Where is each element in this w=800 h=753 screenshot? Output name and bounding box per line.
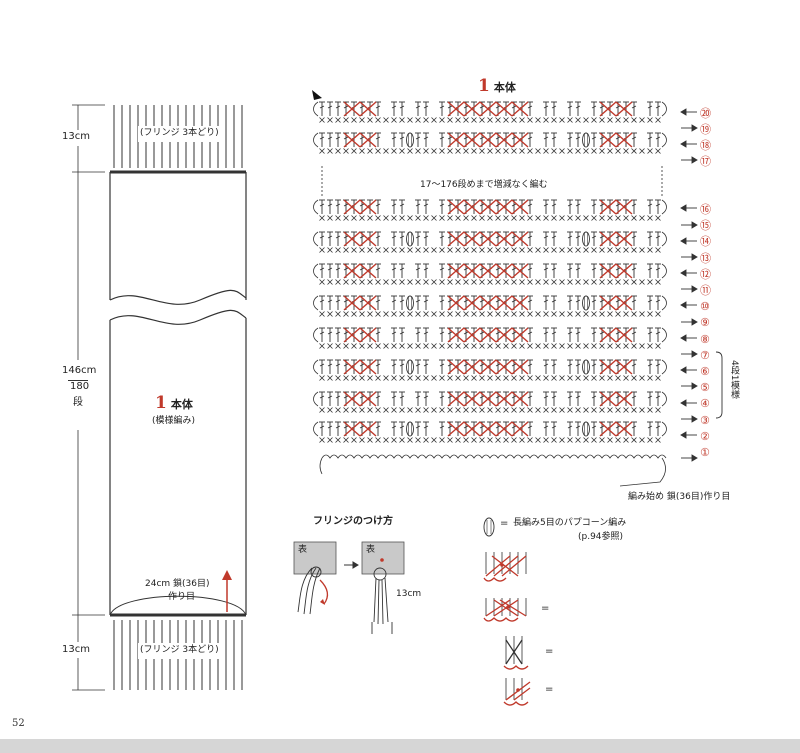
fringe-length-label: 13cm [396,589,422,599]
row-label: ⑧ [700,332,710,346]
popcorn-description: 長編み5目のパプコーン編み [513,518,627,528]
row-label: ② [700,429,710,443]
cross-equals-2: = [545,646,554,657]
chart-title-number: 1 [478,76,490,96]
foundation-label: 作り目 [168,592,196,602]
row-label: ⑭ [700,235,711,249]
body-rows-divider [68,380,88,381]
top-fringe-label: (フリンジ 3本どり) [140,128,219,138]
part-stitch: (模様編み) [152,416,196,426]
row-labels-main: ⑯ ⑮ ⑭ ⑬ ⑫ ⑪ ⑩ ⑨ ⑧ ⑦ ⑥ ⑤ ④ ③ ② ① [700,202,711,461]
part-number: 1 [155,393,167,413]
repeat-bracket-label: 4段1模様 [729,360,739,399]
body-length: 146cm [62,365,97,376]
row-direction-arrows [680,108,698,462]
cross-equals-1: = [541,603,550,614]
repeat-note: 17～176段めまで増減なく編む [420,180,548,190]
bottom-fringe-label: (フリンジ 3本どり) [140,645,219,655]
row-labels-top: ⑳ ⑲ ⑱ ⑰ [700,106,711,170]
cross-stitch-symbol-2 [483,598,527,622]
row-label: ⑩ [700,300,710,314]
row-label: ④ [700,397,710,411]
scarf-body-top [109,170,247,617]
bottom-fringe-length: 13cm [62,644,90,655]
cross-stitch-symbol-3 [503,636,529,670]
page-number: 52 [12,718,25,729]
repeat-bracket [715,351,723,419]
fringe-howto-title: フリンジのつけ方 [313,516,393,527]
row-label: ⑯ [700,203,711,216]
top-fringe-length: 13cm [62,131,90,142]
front-side-label-1: 表 [298,545,308,555]
dimension-lines [72,104,105,691]
chart-heading: 1 本体 [478,76,516,96]
cross-stitch-symbol-4 [503,678,531,706]
part-name: 本体 [170,398,193,411]
row-label: ⑰ [700,155,711,168]
popcorn-equals: = [500,518,509,529]
chart-start-marker [312,90,322,100]
row-label: ① [700,446,710,460]
chart-title-name: 本体 [493,81,516,94]
row-label: ⑤ [700,381,710,395]
cross-stitch-symbol-1 [483,552,527,582]
row-label: ⑲ [700,123,711,136]
row-label: ⑱ [700,139,711,152]
start-note: 編み始め 鎖(36目)作り目 [628,492,731,502]
row-label: ⑬ [700,251,711,265]
foundation-chain-row [319,454,667,487]
page-footer-bar [0,739,800,753]
row-label: ⑳ [700,107,711,120]
part-heading: 1 本体 [155,393,193,413]
cross-equals-3: = [545,684,554,695]
body-rows-number: 180 [70,381,90,392]
row-label: ⑫ [700,267,711,281]
row-label: ⑥ [700,365,710,379]
knitting-direction-arrow [222,570,232,612]
row-label: ⑮ [700,219,711,233]
body-rows-unit: 段 [73,397,83,408]
popcorn-symbol [483,517,495,537]
row-label: ⑨ [700,316,710,330]
row-label: ⑦ [700,348,710,362]
popcorn-reference: (p.94参照) [578,532,624,542]
row-label: ③ [700,413,710,427]
front-side-label-2: 表 [366,545,376,555]
row-label: ⑪ [700,284,711,298]
foundation-chain: 24cm 鎖(36目) [145,579,210,589]
